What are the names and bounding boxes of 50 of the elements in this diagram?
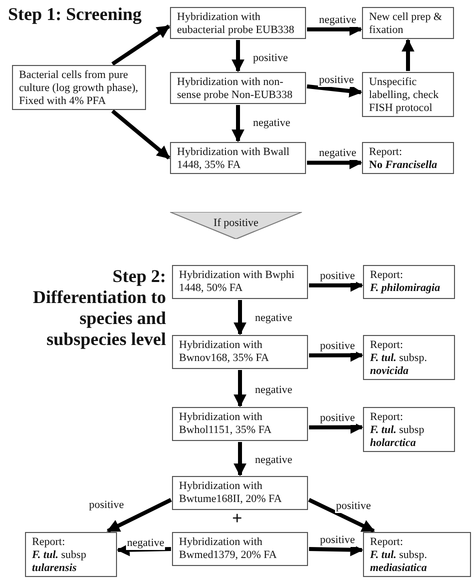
arrow bbox=[232, 105, 244, 142]
edge-label: negative bbox=[318, 147, 358, 160]
arrow bbox=[309, 420, 364, 434]
report-box: Report: F. tul. subsp. novicida bbox=[363, 335, 455, 380]
arrow bbox=[402, 38, 414, 71]
arrow bbox=[309, 348, 364, 362]
edge-label: positive bbox=[318, 74, 355, 87]
step-heading: Step 1: Screening bbox=[8, 4, 143, 25]
process-box: Hybridization with eubacterial probe EUB338 bbox=[170, 7, 306, 39]
edge-label: negative bbox=[254, 384, 294, 397]
edge-label: positive bbox=[335, 500, 372, 513]
process-box: Hybridization with Bwhol1151, 35% FA bbox=[172, 407, 308, 441]
edge-label: negative bbox=[252, 117, 292, 130]
arrow bbox=[234, 300, 246, 336]
process-box: Hybridization with Bwmed1379, 20% FA bbox=[172, 532, 308, 566]
arrow bbox=[116, 543, 172, 556]
report-box: Report: F. tul. subsp holarctica bbox=[363, 407, 455, 452]
edge-label: positive bbox=[319, 534, 356, 547]
result-box: Unspecific labelling, check FISH protocol bbox=[362, 72, 454, 117]
report-box: Report: F. philomiragia bbox=[363, 265, 455, 299]
result-box: New cell prep & fixation bbox=[362, 7, 454, 39]
report-box: Report: F. tul. subsp tularensis bbox=[25, 532, 117, 577]
edge-label: positive bbox=[319, 270, 356, 283]
report-box: Report: No Francisella bbox=[362, 142, 454, 174]
edge-label: positive bbox=[252, 52, 289, 65]
arrow bbox=[308, 498, 375, 533]
start-box: Bacterial cells from pure culture (log growth phase), Fixed with 4% PFA bbox=[12, 65, 146, 110]
plus-sign: + bbox=[232, 508, 244, 529]
step-heading: Step 2: Differentiation to species and subspecies level bbox=[32, 266, 166, 350]
arrow bbox=[232, 40, 244, 72]
arrow bbox=[106, 498, 172, 533]
arrow bbox=[234, 442, 246, 476]
edge-label: positive bbox=[319, 340, 356, 353]
process-box: Hybridization with Bwtume168II, 20% FA bbox=[172, 476, 308, 510]
edge-label: negative bbox=[254, 312, 294, 325]
edge-label: negative bbox=[126, 537, 166, 550]
report-box: Report: F. tul. subsp. mediasiatica bbox=[363, 532, 471, 577]
edge-label: positive bbox=[319, 412, 356, 425]
process-box: Hybridization with Bwphi 1448, 50% FA bbox=[172, 265, 308, 299]
process-box: Hybridization with Bwall 1448, 35% FA bbox=[170, 142, 306, 174]
transition-triangle: If positive bbox=[170, 212, 302, 239]
arrow bbox=[234, 370, 246, 408]
process-box: Hybridization with non-sense probe Non-EUB338 bbox=[170, 72, 306, 104]
edge-label: negative bbox=[318, 14, 358, 27]
arrow bbox=[306, 84, 362, 98]
edge-label: negative bbox=[254, 454, 294, 467]
arrow bbox=[111, 24, 170, 66]
arrow bbox=[111, 109, 170, 160]
process-box: Hybridization with Bwnov168, 35% FA bbox=[172, 335, 308, 369]
edge-label: positive bbox=[88, 499, 125, 512]
